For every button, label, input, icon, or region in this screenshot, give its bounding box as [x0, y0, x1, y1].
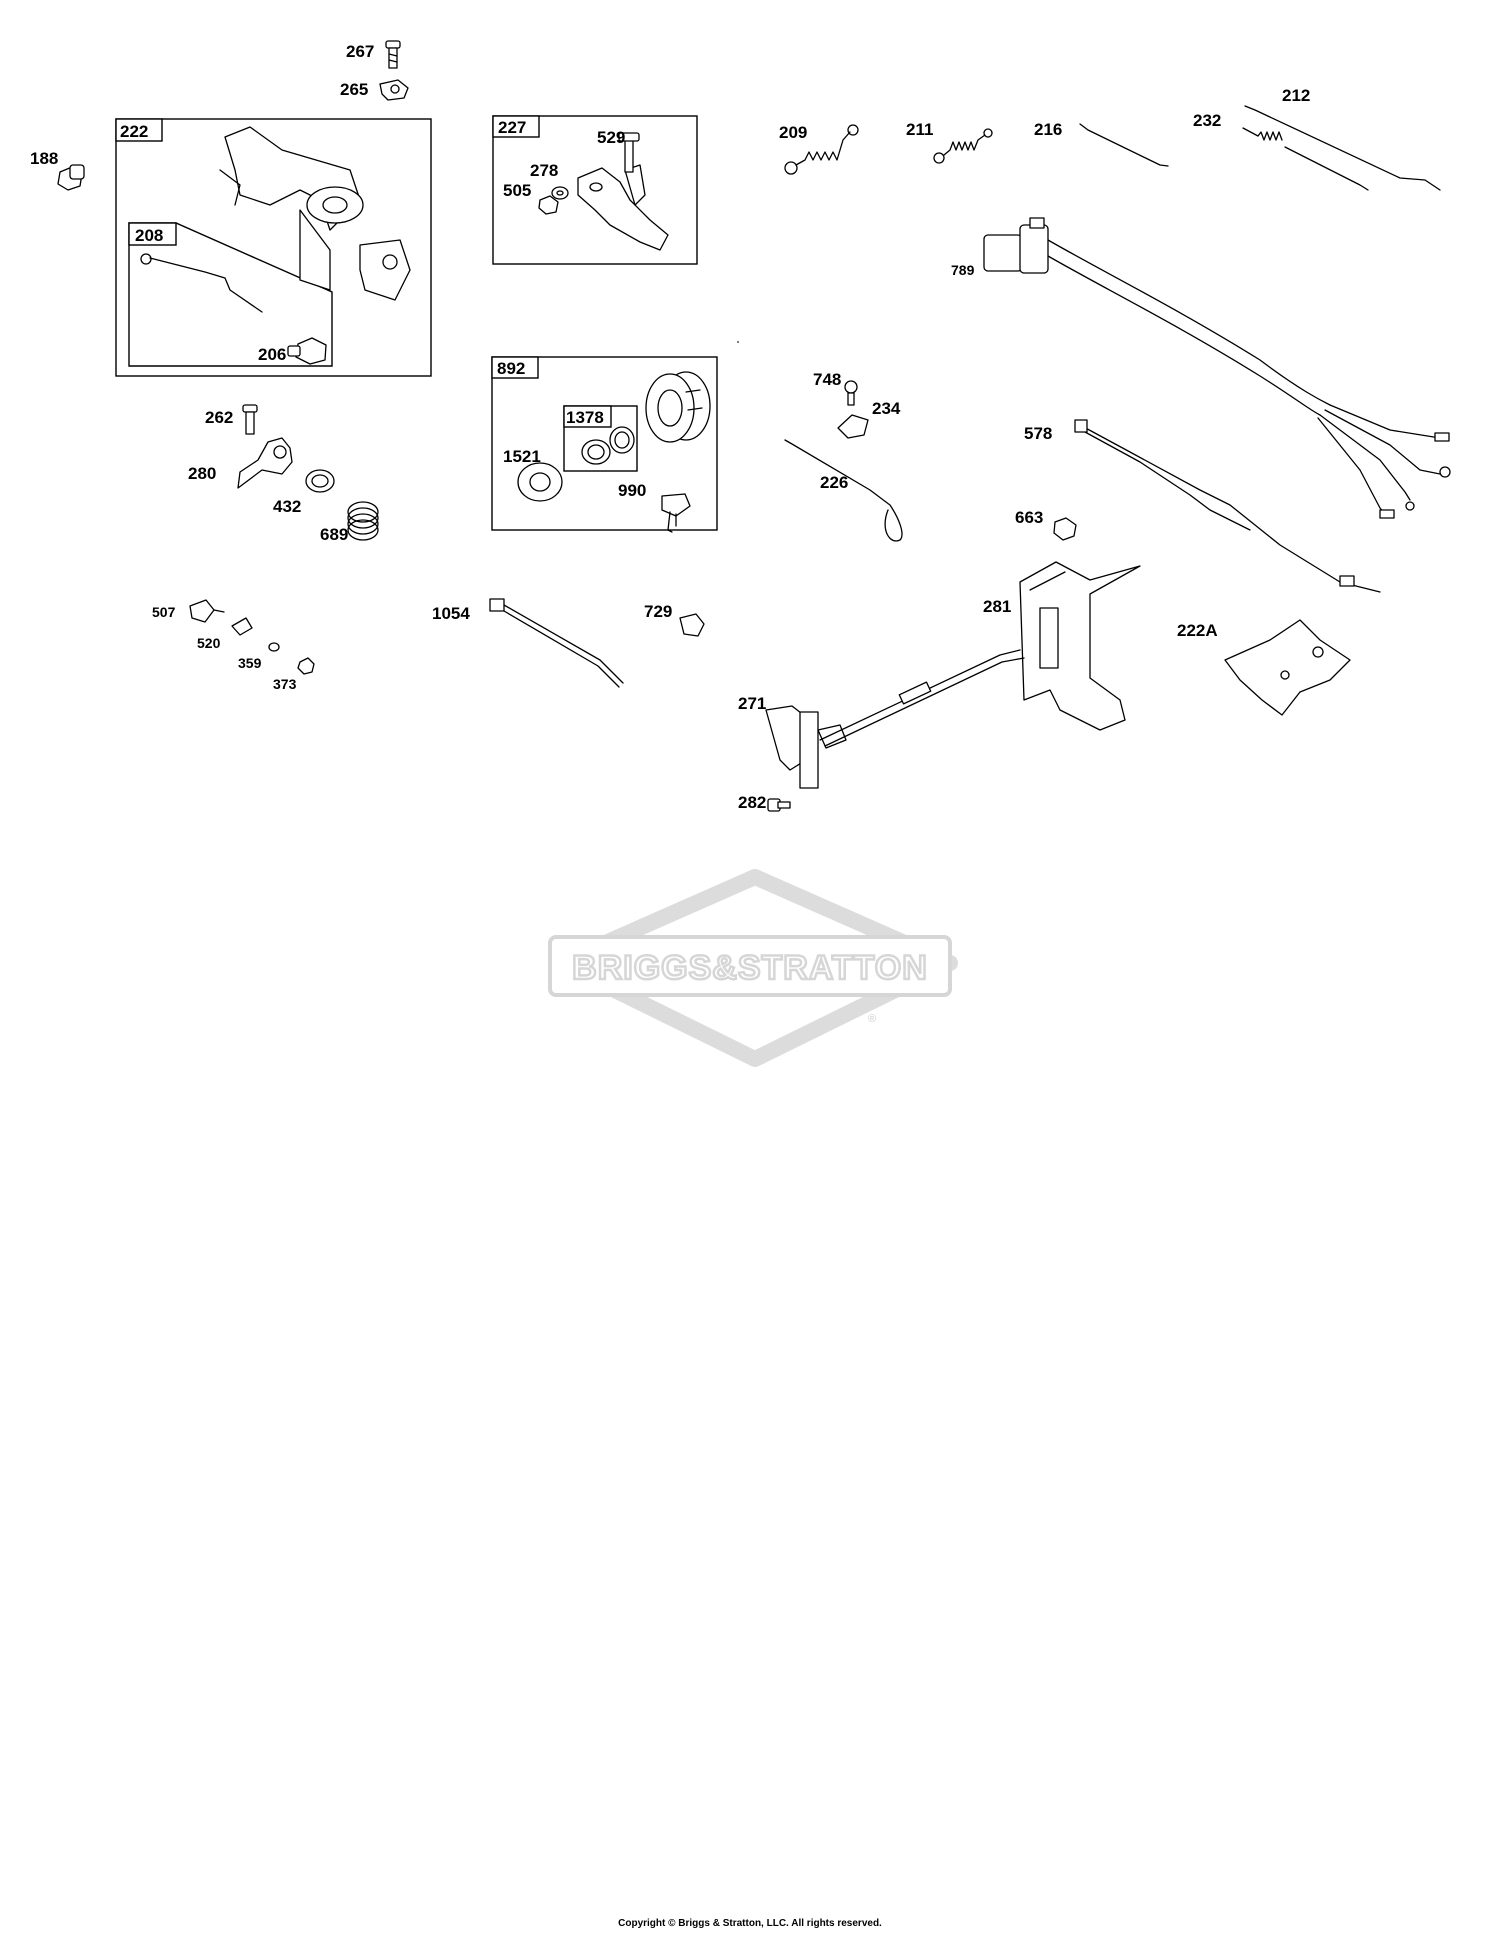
label-1054: 1054: [432, 604, 470, 623]
label-222: 222: [120, 122, 148, 141]
label-232: 232: [1193, 111, 1221, 130]
label-226: 226: [820, 473, 848, 492]
stray-dot: [737, 341, 739, 343]
assembly-box-208: 208: [128, 222, 333, 367]
part-188-bolt: [57, 164, 85, 191]
part-227-lever-assembly: [577, 132, 669, 251]
part-432-ring: [305, 469, 335, 493]
part-280-bracket: [237, 437, 293, 489]
label-359: 359: [238, 655, 262, 671]
part-267-screw: [385, 40, 401, 69]
label-280: 280: [188, 464, 216, 483]
label-520: 520: [197, 635, 221, 651]
part-265-clip: [379, 79, 409, 101]
label-578: 578: [1024, 424, 1052, 443]
label-282: 282: [738, 793, 766, 812]
briggs-stratton-watermark: BRIGGS&STRATTON ®: [548, 869, 958, 1067]
label-267: 267: [346, 42, 374, 61]
part-1378-nut-ring: [581, 426, 635, 465]
label-216: 216: [1034, 120, 1062, 139]
label-209: 209: [779, 123, 807, 142]
label-892: 892: [497, 359, 525, 378]
label-729: 729: [644, 602, 672, 621]
part-663-bolt: [1053, 517, 1077, 541]
callout-labels: 267 265 188 206 529 278 505 209 211 216 …: [30, 42, 1310, 812]
label-271: 271: [738, 694, 766, 713]
part-689-spring: [347, 501, 379, 541]
part-216-rod: [1079, 123, 1169, 167]
label-1521: 1521: [503, 447, 541, 466]
label-262: 262: [205, 408, 233, 427]
part-578-cable: [1074, 419, 1381, 593]
assembly-box-892: 892: [491, 356, 718, 531]
part-892-ignition-switch: [645, 371, 711, 443]
label-212: 212: [1282, 86, 1310, 105]
label-1378: 1378: [566, 408, 604, 427]
label-211: 211: [906, 120, 933, 139]
label-227: 227: [498, 118, 526, 137]
label-188: 188: [30, 149, 58, 168]
part-206-bolt: [287, 337, 327, 365]
part-209-spring: [784, 124, 859, 175]
label-265: 265: [340, 80, 368, 99]
label-206: 206: [258, 345, 286, 364]
part-211-spring: [933, 128, 993, 164]
assembly-box-227: 227: [492, 115, 698, 265]
part-262-screw: [242, 404, 258, 435]
assembly-box-1378: 1378: [563, 405, 638, 472]
part-373-nut: [297, 657, 315, 675]
label-689: 689: [320, 525, 348, 544]
part-1521-bezel: [517, 462, 563, 502]
part-520-clip: [231, 617, 253, 636]
part-282-screw: [767, 798, 791, 812]
label-373: 373: [273, 676, 297, 692]
label-278: 278: [530, 161, 558, 180]
part-789-wire-harness: [983, 217, 1451, 519]
label-234: 234: [872, 399, 901, 418]
part-1054-cable-tie: [489, 598, 624, 688]
label-789: 789: [951, 262, 975, 278]
watermark-registered: ®: [868, 1013, 876, 1025]
part-748-screw: [844, 380, 858, 406]
part-208-rod: [140, 253, 263, 313]
label-748: 748: [813, 370, 841, 389]
part-507-fitting: [189, 599, 225, 623]
part-222A-bracket: [1224, 619, 1351, 716]
part-505-nut: [538, 195, 559, 215]
part-212-rod: [1244, 105, 1441, 191]
copyright-footer: Copyright © Briggs & Stratton, LLC. All …: [618, 1918, 882, 1929]
part-222-bracket-assembly: [219, 126, 411, 301]
label-222A: 222A: [1177, 621, 1218, 640]
label-990: 990: [618, 481, 646, 500]
label-529: 529: [597, 128, 625, 147]
label-507: 507: [152, 604, 176, 620]
label-281: 281: [983, 597, 1011, 616]
part-278-washer: [551, 186, 569, 200]
label-432: 432: [273, 497, 301, 516]
part-232-spring-rod: [1242, 127, 1369, 191]
part-281-bracket: [1019, 561, 1141, 731]
assembly-box-222: 222: [115, 118, 432, 377]
label-208: 208: [135, 226, 163, 245]
part-226-rod: [784, 439, 903, 542]
watermark-brand: BRIGGS&STRATTON: [572, 949, 928, 987]
part-359-washer: [268, 642, 280, 652]
part-729-clip: [679, 613, 705, 637]
part-271-throttle-control: [765, 649, 1025, 789]
label-663: 663: [1015, 508, 1043, 527]
part-990-key: [661, 493, 691, 533]
part-234-clip: [837, 414, 869, 439]
label-505: 505: [503, 181, 531, 200]
